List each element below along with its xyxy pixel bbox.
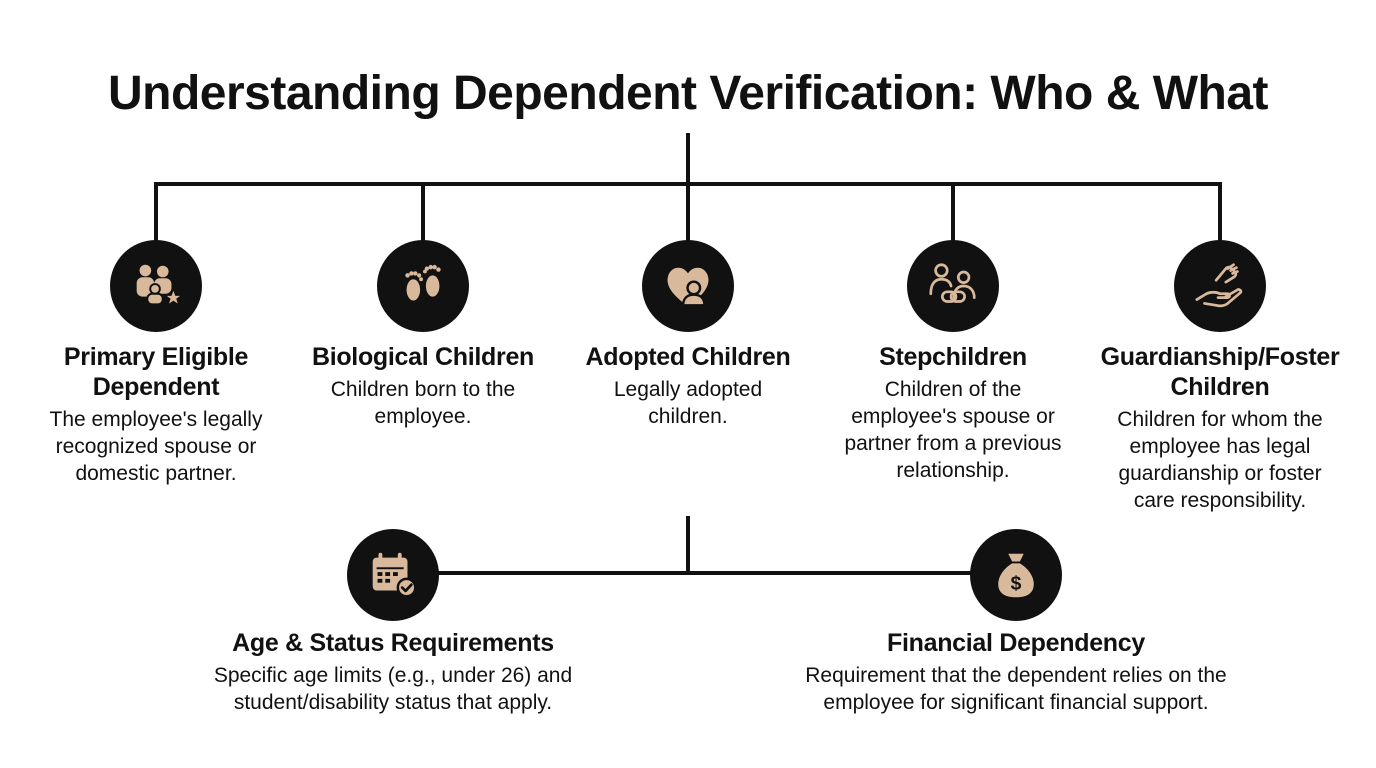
requirement-age: Age & Status Requirements Specific age l… [143, 628, 643, 716]
category-title: Guardianship/Foster Children [1100, 343, 1340, 401]
category-title: Stepchildren [879, 343, 1027, 371]
calendar-check-icon [372, 552, 417, 598]
category-step: Stepchildren Children of the employee's … [818, 342, 1088, 484]
requirement-description: Requirement that the dependent relies on… [805, 664, 1227, 714]
category-description: Children born to the employee. [330, 378, 516, 428]
category-description: Legally adopted children. [613, 378, 763, 428]
category-title: Biological Children [311, 343, 535, 371]
category-icon-biological [377, 240, 469, 332]
requirement-title: Age & Status Requirements [232, 629, 554, 657]
category-title: Adopted Children [585, 343, 791, 371]
requirement-financial: Financial Dependency Requirement that th… [766, 628, 1266, 716]
category-guardian: Guardianship/Foster Children Children fo… [1085, 342, 1355, 514]
category-title: Primary Eligible Dependent [63, 343, 249, 401]
requirement-description: Specific age limits (e.g., under 26) and… [213, 664, 573, 714]
linked-family-icon [929, 263, 976, 303]
category-description: The employee's legally recognized spouse… [49, 408, 263, 485]
category-primary: Primary Eligible Dependent The employee'… [21, 342, 291, 487]
category-description: Children for whom the employee has legal… [1117, 408, 1323, 512]
category-icon-primary [110, 240, 202, 332]
category-biological: Biological Children Children born to the… [288, 342, 558, 430]
svg-text:$: $ [1011, 574, 1022, 595]
category-icon-guardian [1174, 240, 1266, 332]
requirement-title: Financial Dependency [887, 629, 1145, 657]
requirement-icon-age [347, 529, 439, 621]
category-adopted: Adopted Children Legally adopted childre… [553, 342, 823, 430]
category-icon-step [907, 240, 999, 332]
category-description: Children of the employee's spouse or par… [844, 378, 1062, 482]
people-star-icon [136, 264, 185, 308]
helping-hand-icon [1195, 263, 1243, 308]
page-title: Understanding Dependent Verification: Wh… [107, 67, 1269, 120]
heart-person-icon [667, 267, 709, 307]
footprints-icon [405, 264, 441, 301]
money-bag-icon: $ [998, 553, 1034, 598]
category-icon-adopted [642, 240, 734, 332]
requirement-icon-financial: $ [970, 529, 1062, 621]
